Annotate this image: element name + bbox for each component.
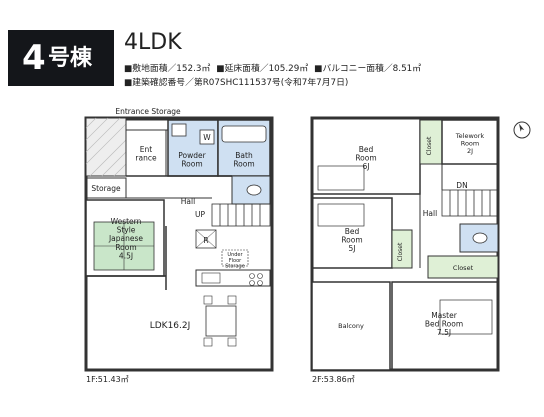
building-number-badge: 4 号棟 (8, 30, 114, 86)
refrigerator-space (195, 229, 217, 249)
label-hall-1f: Hall (181, 197, 195, 206)
spec-permit-number: ■建築確認番号／第R07SHC111537号(令和7年7月7日) (124, 78, 349, 88)
bed-icon (317, 165, 365, 191)
bathtub-icon (221, 125, 267, 143)
kitchen-counter (195, 269, 271, 287)
sink-icon (171, 123, 187, 137)
floor2-plan (310, 116, 500, 372)
spec-list: ■敷地面積／152.3㎡ ■延床面積／105.29㎡ ■バルコニー面積／8.51… (124, 62, 421, 90)
entrance-storage (125, 119, 169, 131)
stove-icon (249, 273, 263, 286)
compass-north-icon (513, 121, 531, 139)
telework-room (441, 119, 499, 165)
closet-2 (391, 229, 413, 269)
spec-row-1: ■敷地面積／152.3㎡ ■延床面積／105.29㎡ ■バルコニー面積／8.51… (124, 62, 421, 76)
label-w: W (203, 133, 211, 142)
building-number: 4 (22, 38, 46, 78)
floor1-area-label: 1F:51.43㎡ (86, 375, 129, 384)
label-balcony: Balcony (338, 322, 364, 330)
floor2-area-label: 2F:53.86㎡ (312, 375, 355, 384)
balcony (311, 281, 391, 371)
master-bed-room (391, 281, 499, 371)
label-up: UP (195, 210, 205, 219)
stairs-icon (441, 189, 499, 217)
under-floor-storage (221, 249, 249, 267)
label-dn: DN (456, 181, 467, 190)
dining-table (205, 305, 237, 337)
label-hall-2f: Hall (423, 209, 437, 218)
label-ldk: LDK16.2J (150, 321, 191, 331)
building-suffix: 号棟 (48, 46, 93, 71)
plan-type: 4LDK (124, 30, 182, 55)
bed-icon (439, 299, 493, 335)
toilet-icon (246, 184, 262, 196)
label-entrance-storage: Entrance Storage (115, 107, 181, 116)
label-closet-3: Closet (453, 264, 474, 272)
label-storage: Storage (91, 184, 121, 193)
toilet-icon (472, 232, 488, 244)
storage-1f (85, 177, 127, 199)
closet-3 (427, 255, 499, 279)
spec-row-2: ■建築確認番号／第R07SHC111537号(令和7年7月7日) (124, 76, 421, 90)
label-closet-1: Closet (426, 136, 433, 155)
spec-site-area: ■敷地面積／152.3㎡ (124, 64, 211, 74)
entrance-porch (85, 117, 127, 177)
label-r: R (203, 236, 208, 245)
sink-icon (201, 272, 221, 284)
porch-hatch (85, 117, 127, 177)
spec-balcony-area: ■バルコニー面積／8.51㎡ (314, 64, 422, 74)
label-closet-2: Closet (397, 242, 404, 261)
bed-icon (317, 203, 365, 227)
spec-floor-area: ■延床面積／105.29㎡ (216, 64, 309, 74)
washer-icon (199, 129, 215, 145)
floor1-plan (84, 116, 274, 372)
stairs-icon (211, 203, 271, 227)
